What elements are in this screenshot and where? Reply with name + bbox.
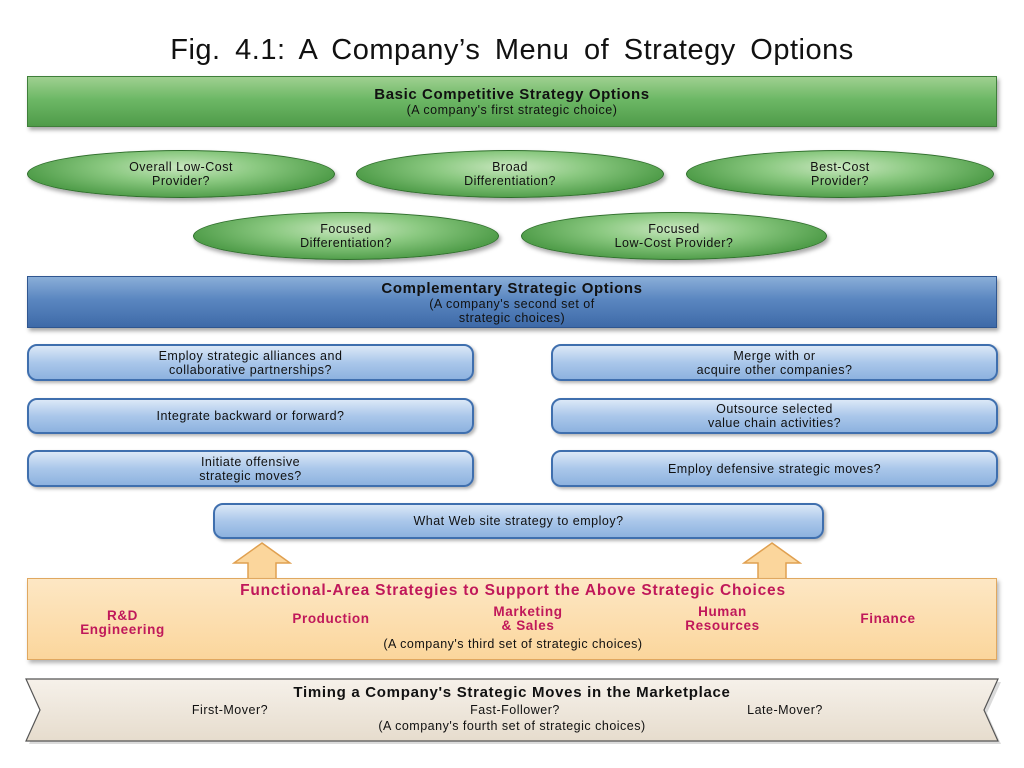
oval-text-line: Provider? [810,174,869,188]
oval-text-line: Focused [320,222,372,236]
functional-area-box: Functional-Area Strategies to Support th… [27,578,997,660]
pill-text-line: collaborative partnerships? [169,362,332,377]
pill-text-line: Employ strategic alliances and [158,348,343,363]
figure-title: Fig. 4.1: A Company’s Menu of Strategy O… [170,34,854,66]
pill-text-line: strategic moves? [199,468,302,483]
functional-area-marketing-sales: Marketing& Sales [493,604,563,633]
complementary-strategy-banner: Complementary Strategic Options (A compa… [27,276,997,328]
oval-text-line: Broad [492,160,528,174]
timing-late-mover: Late-Mover? [747,703,823,717]
functional-area-title: Functional-Area Strategies to Support th… [240,582,786,599]
up-arrow-icon [232,542,292,580]
basic-strategy-title: Basic Competitive Strategy Options [374,86,650,103]
functional-area-finance: Finance [860,611,916,626]
pill-text-line: Merge with or [733,348,816,363]
oval-text-line: Focused [648,222,700,236]
oval-text-line: Best-Cost [810,160,870,174]
pill-text-line: value chain activities? [707,416,842,430]
up-arrow-icon [742,542,802,580]
pill-defensive-moves: Employ defensive strategic moves? [551,450,998,487]
pill-text-line: acquire other companies? [696,362,853,377]
oval-text-line: Differentiation? [464,174,556,188]
oval-text-line: Provider? [152,174,210,188]
oval-text-line: Low-Cost Provider? [614,236,734,250]
pill-text-line: Integrate backward or forward? [156,409,345,423]
basic-strategy-subtitle: (A company's first strategic choice) [406,103,618,117]
basic-strategy-banner: Basic Competitive Strategy Options (A co… [27,76,997,127]
pill-integrate: Integrate backward or forward? [27,398,474,434]
functional-area-footer: (A company's third set of strategic choi… [383,637,643,651]
timing-title: Timing a Company's Strategic Moves in th… [293,684,731,701]
complementary-strategy-title: Complementary Strategic Options [381,279,643,297]
timing-banner-shape [25,678,1001,744]
pill-text-line: Employ defensive strategic moves? [667,461,882,476]
timing-fast-follower: Fast-Follower? [470,703,560,717]
timing-first-mover: First-Mover? [191,703,269,717]
oval-text-line: Overall Low-Cost [129,160,233,174]
oval-text-line: Differentiation? [300,236,392,250]
pill-text-line: What Web site strategy to employ? [413,514,624,528]
pill-text-line: Outsource selected [716,402,833,416]
timing-footer: (A company's fourth set of strategic cho… [378,719,646,733]
pill-web-strategy: What Web site strategy to employ? [213,503,824,539]
pill-text-line: Initiate offensive [200,454,301,469]
functional-area-production: Production [292,611,370,626]
